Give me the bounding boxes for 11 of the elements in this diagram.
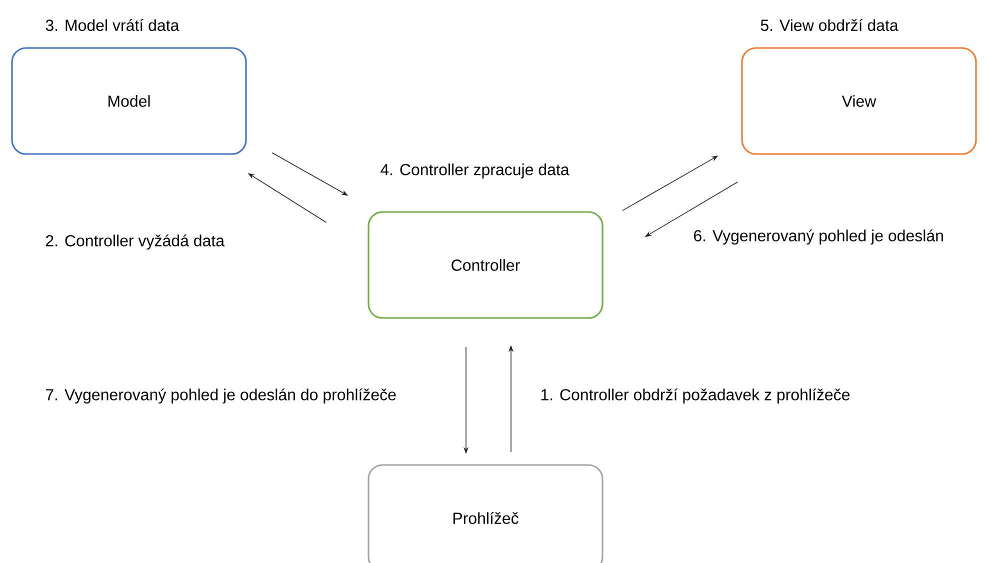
step-label: 5. View obdrží data xyxy=(760,19,898,31)
process-box: Controller xyxy=(368,211,604,319)
process-box: Prohlížeč xyxy=(368,464,604,563)
step-label: 1. Controller obdrží požadavek z prohlížeče xyxy=(541,388,850,404)
step-label: 7. Vygenerovaný pohled je odeslán do prohlížeče xyxy=(46,388,396,404)
step-label: 6. Vygenerovaný pohled je odeslán xyxy=(694,229,943,245)
process-box: View xyxy=(741,47,977,155)
step-label: 2. Controller vyžádá data xyxy=(46,234,225,250)
step-label: 4. Controller zpracuje data xyxy=(380,164,570,178)
process-box: Model xyxy=(11,47,247,155)
step-label: 3. Model vrátí data xyxy=(46,19,180,31)
